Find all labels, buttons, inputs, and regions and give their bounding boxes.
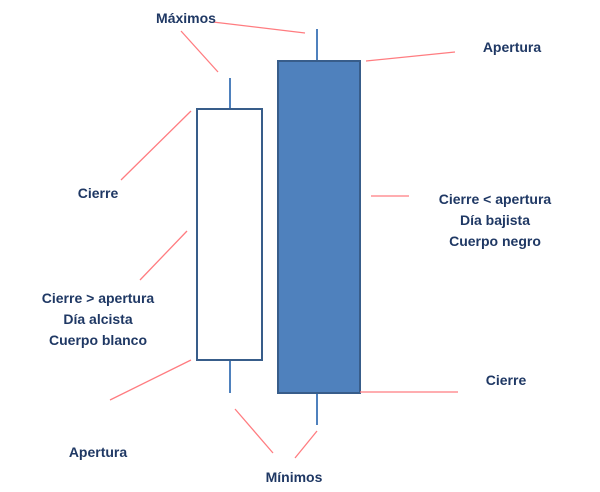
bearish-desc-line: Cierre < apertura [438, 191, 552, 207]
label-maximos: Máximos [156, 10, 216, 26]
leader-apertura-bullish [109, 359, 192, 401]
label-apertura-bearish: Apertura [482, 39, 542, 55]
bearish-desc-line: Cuerpo negro [449, 233, 541, 249]
bearish-desc-line: Día bajista [459, 212, 531, 228]
bullish-desc-line: Cierre > apertura [41, 290, 155, 306]
label-apertura-bullish: Apertura [68, 444, 128, 460]
leader-minimos-bullish [234, 408, 274, 454]
bullish-desc-line: Cuerpo blanco [48, 332, 148, 348]
label-cierre-bearish: Cierre [485, 372, 527, 388]
label-minimos: Mínimos [265, 469, 323, 485]
bearish-candle-body [277, 60, 361, 394]
bullish-candle-body [196, 108, 263, 361]
label-cierre-bullish: Cierre [77, 185, 119, 201]
leader-maximos-bearish [212, 21, 306, 34]
leader-bullish-desc [139, 230, 188, 281]
leader-cierre-bullish [120, 110, 192, 181]
label-bearish-description: Cierre < apertura Día bajista Cuerpo neg… [439, 189, 551, 252]
bullish-desc-line: Día alcista [63, 311, 133, 327]
leader-apertura-bearish [365, 51, 456, 62]
leader-maximos-bullish [180, 30, 219, 73]
leader-minimos-bearish [294, 430, 318, 459]
label-bullish-description: Cierre > apertura Día alcista Cuerpo bla… [42, 288, 154, 351]
